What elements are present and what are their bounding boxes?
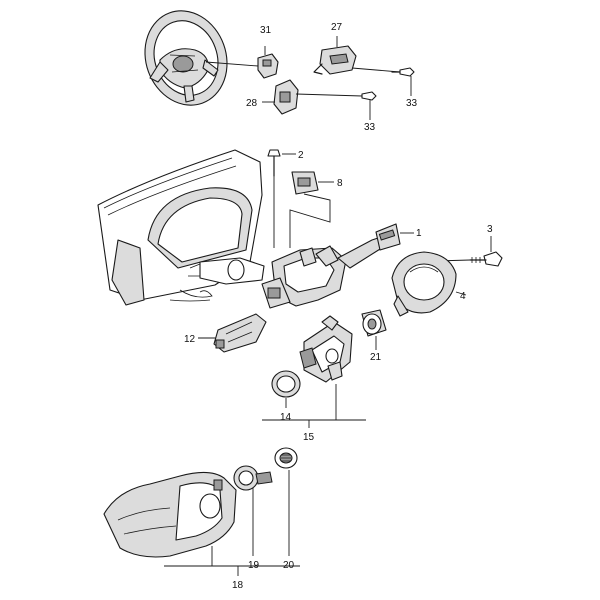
part-27-switch	[313, 36, 401, 75]
label-21: 21	[370, 352, 382, 363]
label-15: 15	[303, 432, 315, 443]
part-31-switch	[205, 46, 279, 79]
part-4-clock-spring	[391, 251, 467, 317]
label-8: 8	[337, 178, 343, 189]
label-2: 2	[298, 150, 304, 161]
part-15-leader	[262, 384, 366, 428]
part-18-leader	[164, 546, 300, 576]
part-28-switch	[262, 79, 363, 115]
screw-33-lower	[361, 91, 377, 120]
steering-wheel	[144, 10, 228, 106]
label-20: 20	[283, 560, 295, 571]
label-33-lower: 33	[364, 122, 376, 133]
label-3: 3	[487, 224, 493, 235]
label-4: 4	[460, 291, 466, 302]
label-31: 31	[260, 25, 272, 36]
label-27: 27	[331, 22, 343, 33]
part-21-knob	[361, 309, 387, 350]
screw-33-upper	[391, 67, 415, 96]
part-18-shroud	[103, 471, 237, 558]
part-15-ignition-lock	[299, 315, 353, 383]
part-14-ring	[271, 370, 301, 408]
part-12-bracket	[198, 313, 267, 353]
part-20-cap	[274, 447, 298, 556]
label-19: 19	[248, 560, 260, 571]
label-33-upper: 33	[406, 98, 418, 109]
part-2-screw	[267, 149, 296, 248]
label-1: 1	[416, 228, 422, 239]
part-19-clip	[233, 465, 273, 556]
label-12: 12	[184, 334, 196, 345]
part-8-module	[289, 171, 334, 248]
dashboard	[97, 149, 263, 306]
steering-column-switch	[188, 223, 414, 309]
label-28: 28	[246, 98, 258, 109]
label-18: 18	[232, 580, 244, 591]
label-14: 14	[280, 412, 292, 423]
